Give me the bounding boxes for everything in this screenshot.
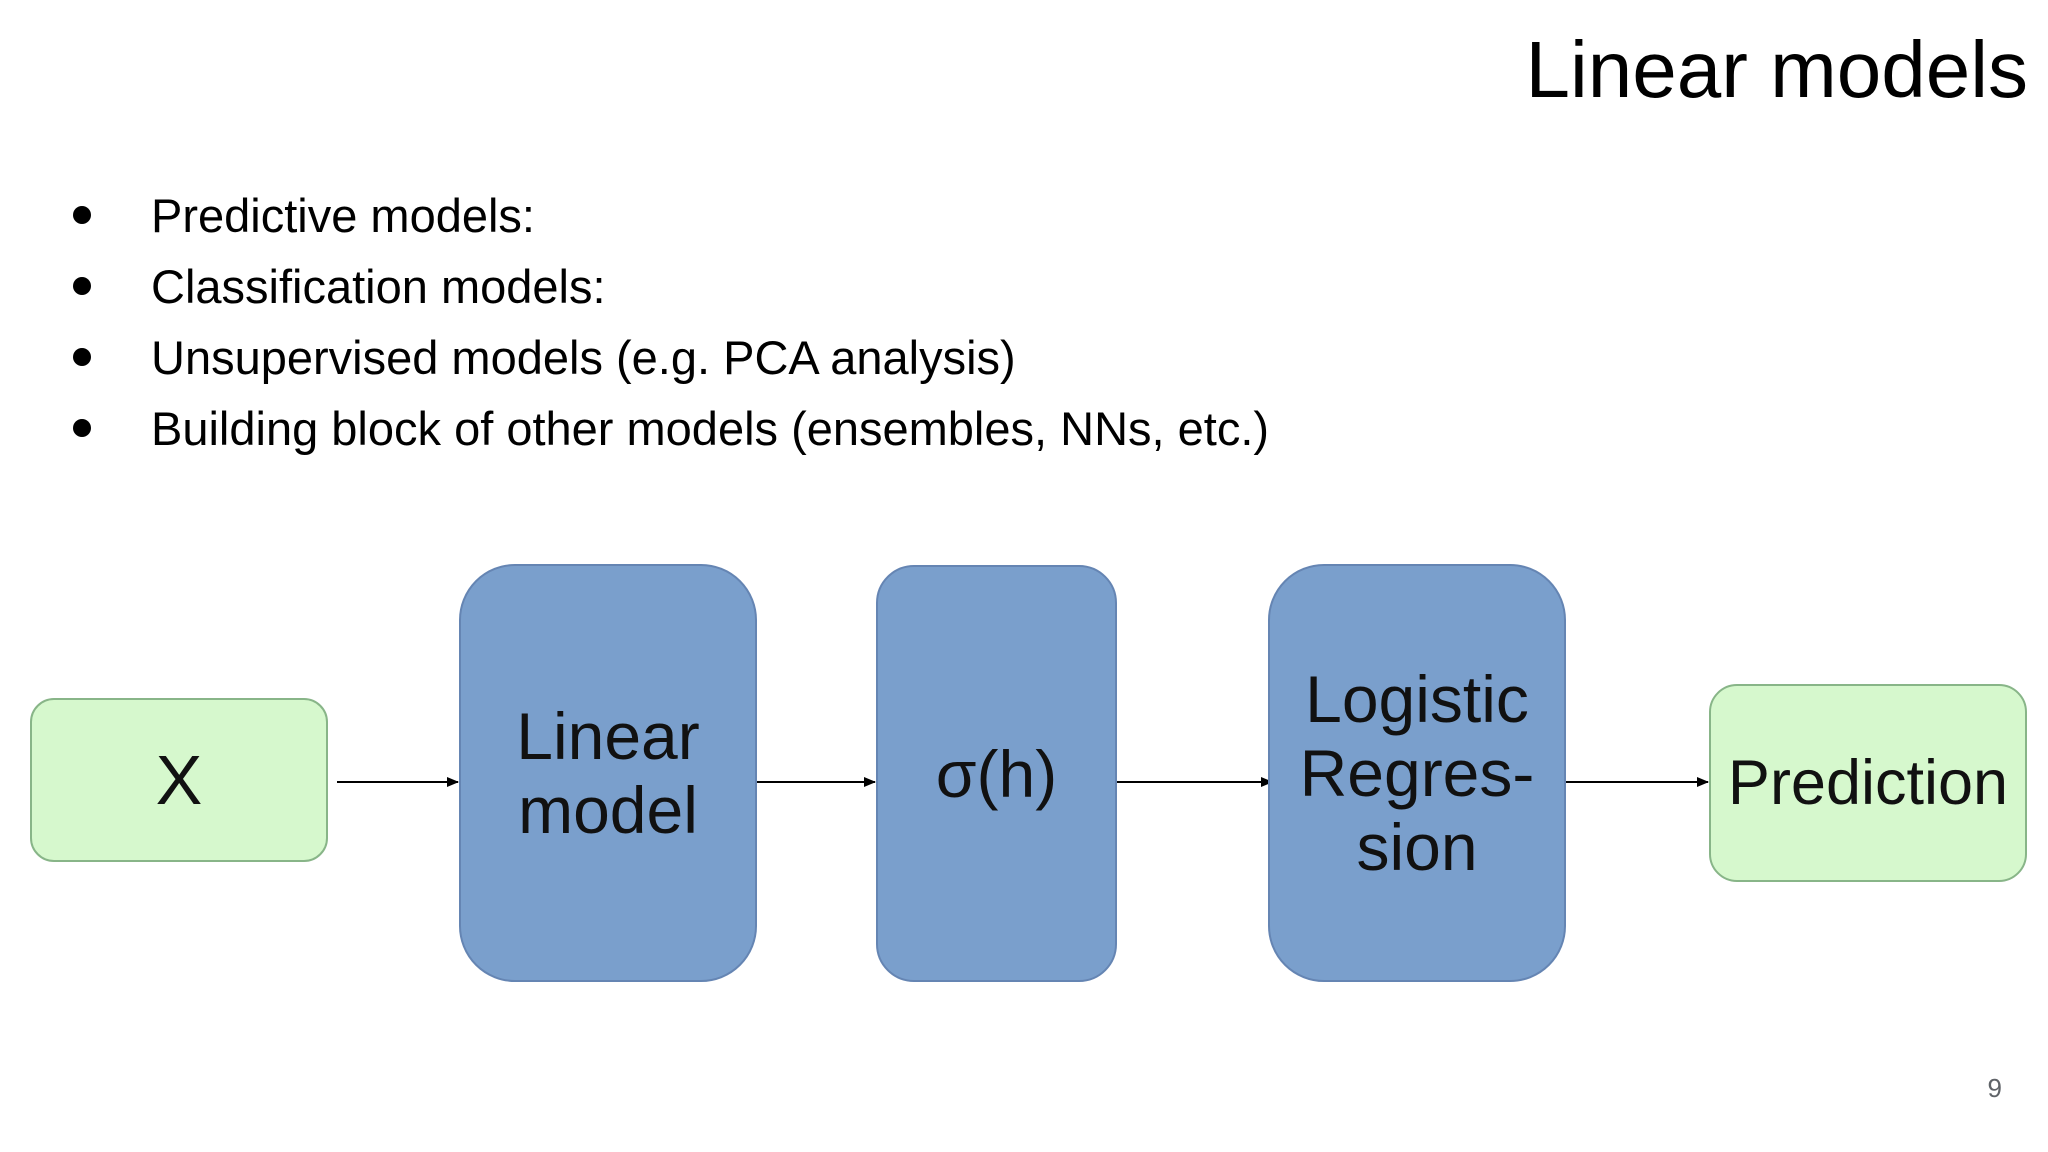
- node-label: X: [155, 741, 203, 819]
- bullet-text: Predictive models:: [151, 189, 535, 242]
- bullet-dot-icon: [73, 419, 91, 437]
- bullet-item: Building block of other models (ensemble…: [68, 393, 1269, 464]
- node-label: σ(h): [935, 736, 1058, 811]
- bullet-text: Unsupervised models (e.g. PCA analysis): [151, 331, 1016, 384]
- bullet-text: Building block of other models (ensemble…: [151, 402, 1270, 455]
- bullet-list: Predictive models: Classification models…: [68, 180, 1269, 464]
- node-label: Prediction: [1727, 748, 2009, 818]
- bullet-item: Predictive models:: [68, 180, 1269, 251]
- bullet-dot-icon: [73, 348, 91, 366]
- input-x-node: X: [30, 698, 328, 862]
- logistic-regression-node: Logistic Regres- sion: [1268, 564, 1566, 982]
- node-label: Logistic Regres- sion: [1299, 662, 1535, 884]
- flow-arrows: [337, 777, 1709, 787]
- bullet-item: Unsupervised models (e.g. PCA analysis): [68, 322, 1269, 393]
- linear-model-node: Linear model: [459, 564, 757, 982]
- bullet-dot-icon: [73, 206, 91, 224]
- bullet-dot-icon: [73, 277, 91, 295]
- prediction-node: Prediction: [1709, 684, 2027, 882]
- page-number: 9: [1987, 1073, 2002, 1103]
- node-label: Linear model: [516, 699, 700, 847]
- slide-title: Linear models: [1525, 25, 2029, 114]
- sigmoid-node: σ(h): [876, 565, 1117, 982]
- bullet-text: Classification models:: [151, 260, 606, 313]
- flow-diagram: X Linear model σ(h) Logistic Regres- sio…: [0, 540, 2048, 1020]
- bullet-item: Classification models:: [68, 251, 1269, 322]
